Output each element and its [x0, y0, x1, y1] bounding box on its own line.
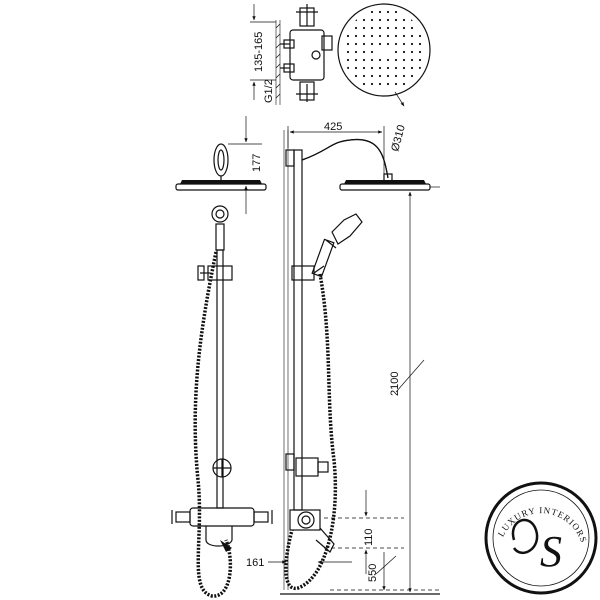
cross-handle-icon	[296, 81, 318, 102]
head-height-dimension: 177	[251, 154, 263, 172]
thread-dimension: G1/2	[263, 79, 275, 103]
total-height-dimension: 2100	[389, 372, 401, 396]
wall-offset-dimension: 135-165	[253, 32, 265, 72]
slider-bracket-icon	[197, 265, 233, 281]
arm-reach-dimension: 425	[324, 121, 342, 133]
side-elevation: 425 2100 110 550	[246, 121, 440, 595]
shower-head-plan: Ø310	[337, 3, 431, 153]
wall-valve-detail: 135-165 G1/2	[250, 4, 333, 105]
head-diameter-dimension: Ø310	[389, 124, 408, 153]
logo-monogram: S	[540, 527, 562, 576]
front-elevation: 177	[171, 116, 273, 598]
brand-logo: LUXURY INTERIORS S	[484, 481, 598, 595]
valve-height-dimension: 110	[363, 528, 375, 546]
slider-bracket-icon	[291, 265, 325, 281]
valve-projection-dimension: 161	[246, 557, 264, 569]
floor-height-dimension: 550	[367, 564, 379, 582]
cross-handle-icon	[296, 4, 318, 27]
